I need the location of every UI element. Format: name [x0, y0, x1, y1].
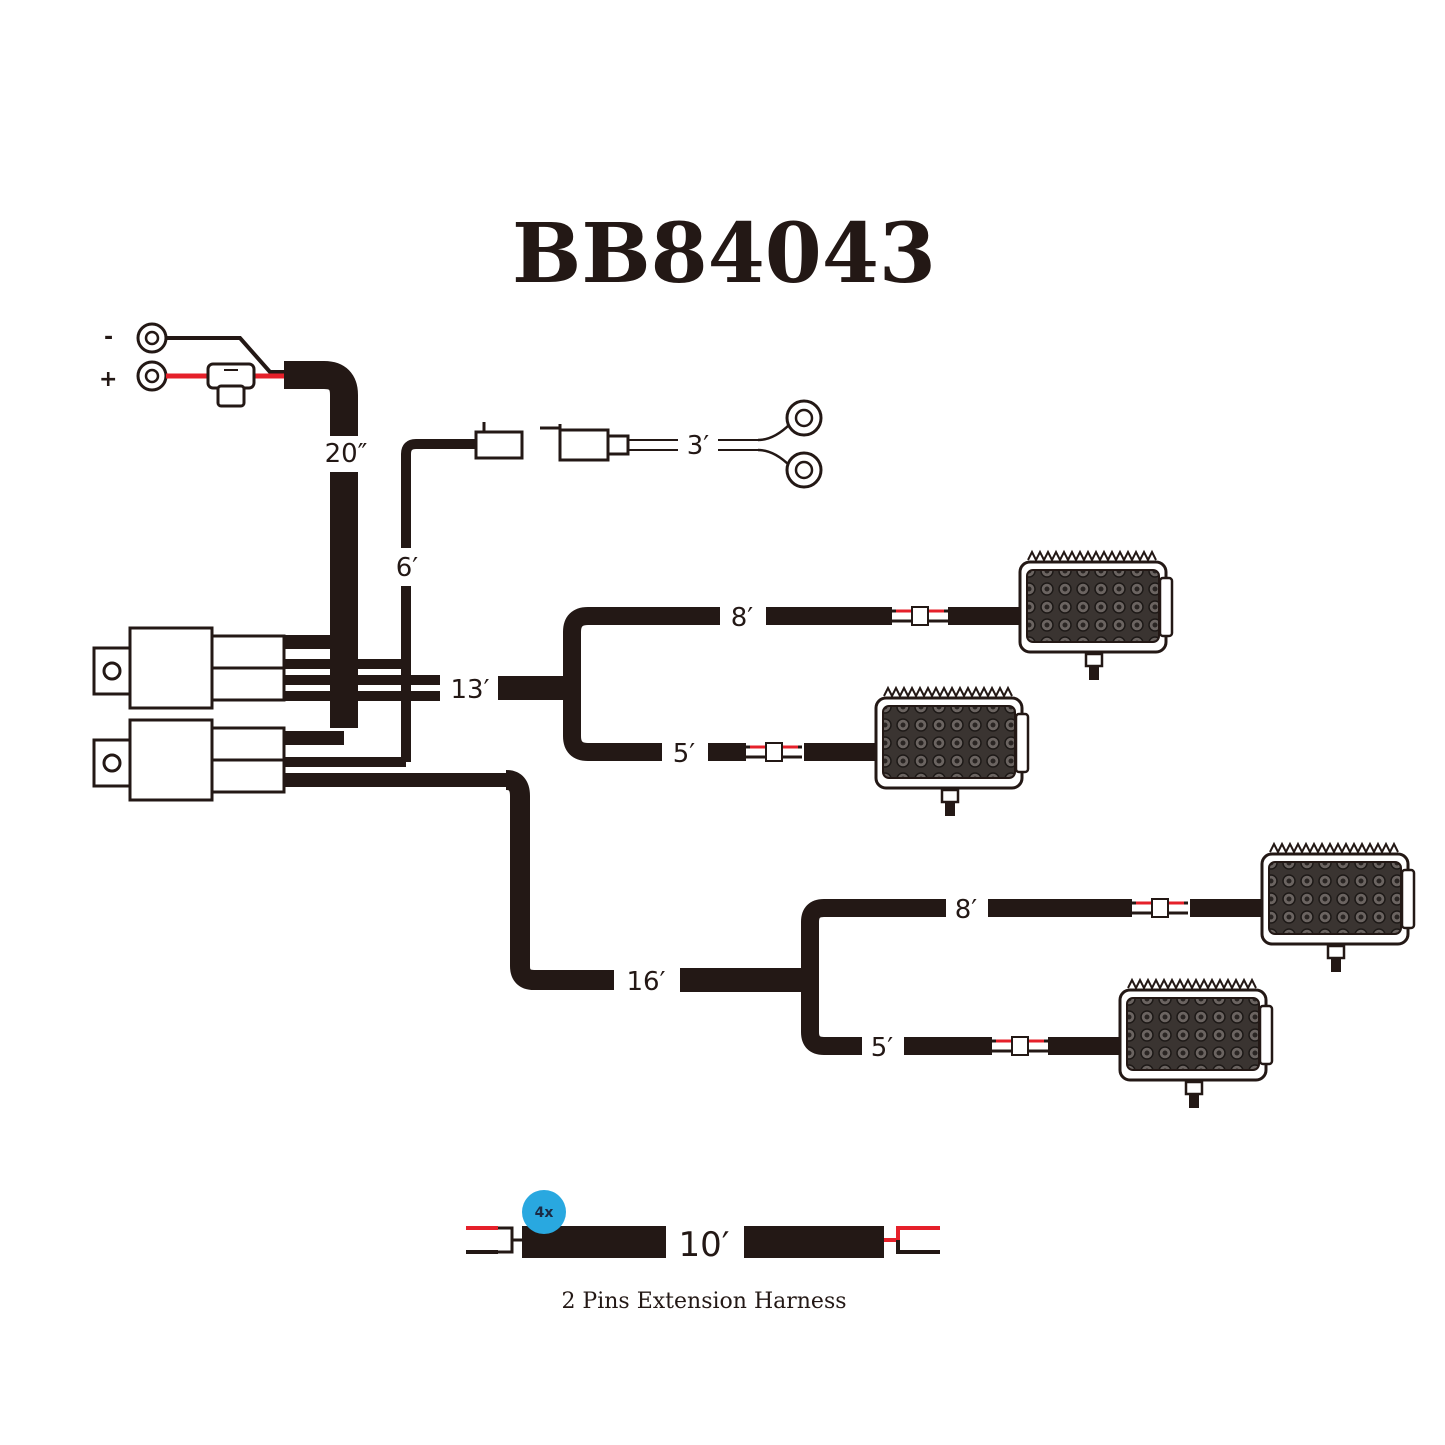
length-label-main-power: 20″: [325, 439, 368, 469]
extension-harness: 4x 10′ 2 Pins Extension Harness: [466, 1190, 940, 1314]
relay-lower: [92, 718, 286, 802]
plug-connector: [1130, 897, 1190, 919]
length-label-trunk-a: 13′: [451, 675, 490, 705]
length-label-trunk-b-lower: 5′: [871, 1033, 894, 1063]
length-label-switch-lead: 6′: [396, 553, 419, 583]
length-label-switch-pigtail: 3′: [687, 431, 710, 461]
switch-ring-terminal-icon: [785, 451, 823, 489]
relay-upper: [92, 626, 286, 710]
main-harness: [284, 361, 1264, 1055]
extension-caption: 2 Pins Extension Harness: [561, 1289, 846, 1314]
negative-ring-terminal-icon: [136, 322, 168, 354]
fuse-holder-icon: [206, 362, 256, 408]
positive-label: +: [99, 367, 117, 392]
switch-connector: [474, 399, 823, 489]
negative-label: -: [104, 325, 113, 350]
length-label-trunk-b: 16′: [627, 967, 666, 997]
length-label-trunk-a-upper: 8′: [731, 603, 754, 633]
positive-ring-terminal-icon: [136, 360, 168, 392]
led-work-light-icon: [1118, 978, 1274, 1110]
plug-connector: [890, 605, 950, 627]
diagram-title: BB84043: [512, 206, 936, 302]
led-work-light-icon: [1018, 550, 1174, 682]
length-label-trunk-a-lower: 5′: [673, 739, 696, 769]
quantity-badge: [522, 1190, 566, 1234]
quantity-badge-label: 4x: [535, 1205, 554, 1221]
battery-terminals: - +: [99, 322, 290, 408]
led-work-light-icon: [1260, 842, 1416, 974]
plug-connector: [744, 741, 804, 763]
led-work-light-icon: [874, 686, 1030, 818]
switch-ring-terminal-icon: [785, 399, 823, 437]
length-label-trunk-b-upper: 8′: [955, 895, 978, 925]
plug-connector: [990, 1035, 1050, 1057]
length-label-extension: 10′: [679, 1225, 730, 1265]
